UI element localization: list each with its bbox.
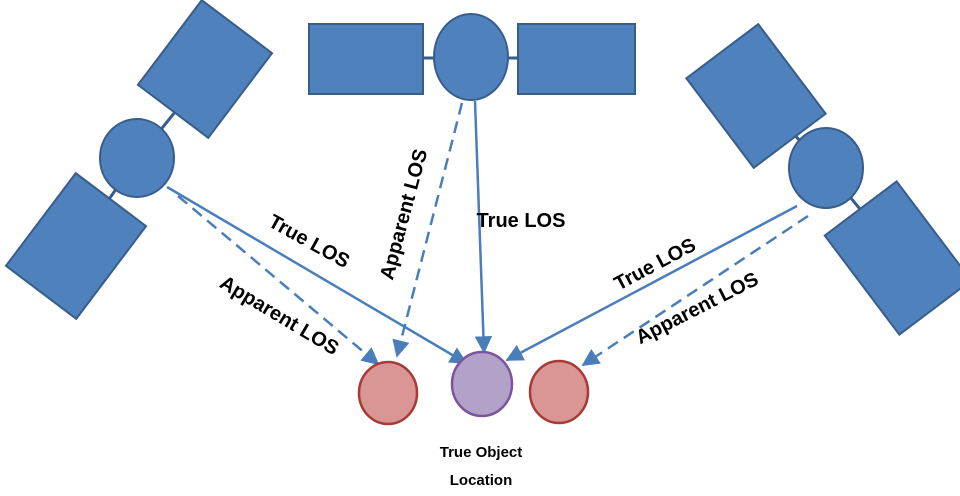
- satellite-left: [4, 0, 274, 321]
- solar-panel-left: [308, 23, 424, 95]
- satellite-middle: [308, 13, 636, 101]
- solar-panel-upper: [684, 22, 828, 170]
- true-object-label-line2: Location: [450, 472, 513, 489]
- satellite-body: [433, 13, 509, 101]
- satellite-body: [788, 127, 864, 209]
- sight-lines: [166, 100, 809, 367]
- true-los-line-middle: [473, 100, 493, 354]
- apparent-los-label-left: Apparent LOS: [216, 272, 343, 360]
- apparent-object-right: [528, 359, 590, 425]
- apparent-los-label-middle: Apparent LOS: [376, 147, 432, 283]
- solar-panel-lower: [4, 171, 148, 321]
- apparent-los-label-right: Apparent LOS: [632, 268, 762, 349]
- satellite-right: [684, 22, 960, 336]
- true-los-label-left: True LOS: [265, 211, 353, 273]
- true-los-label-middle: True LOS: [477, 210, 566, 232]
- solar-panel-right: [517, 23, 636, 95]
- true-object-label-line1: True Object: [440, 444, 523, 461]
- true-los-line-left: [166, 185, 468, 365]
- solar-panel-upper: [136, 0, 274, 140]
- apparent-los-line-left: [177, 195, 380, 366]
- true-los-line-right: [505, 204, 798, 362]
- satellite-body: [99, 118, 175, 198]
- apparent-los-line-right: [581, 214, 809, 367]
- apparent-object-left: [357, 360, 419, 426]
- apparent-los-line-middle: [392, 102, 464, 358]
- true-object: [450, 350, 514, 418]
- solar-panel-lower: [823, 180, 960, 336]
